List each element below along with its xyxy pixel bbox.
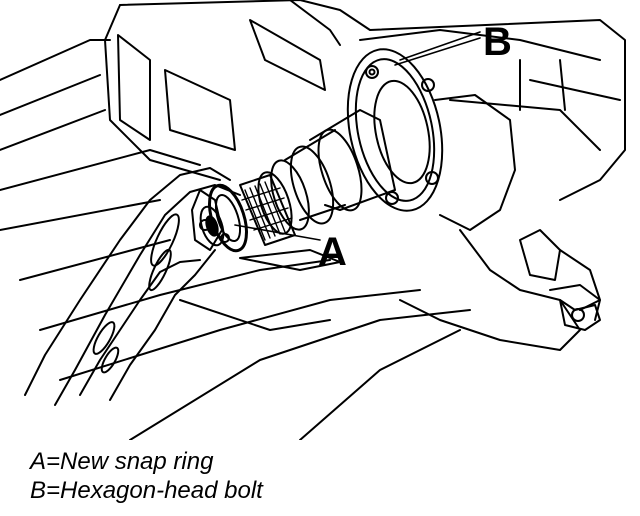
flange-bolt: [425, 171, 439, 185]
output-shaft: [257, 109, 396, 235]
side-bracket: [559, 249, 601, 331]
lower-panels: [0, 39, 471, 440]
leader-a: [234, 224, 321, 241]
flange-bolt: [421, 78, 435, 92]
leader-lines: [234, 31, 481, 241]
transmission-housing: [104, 0, 626, 201]
snap-ring-installation-illustration: [0, 0, 626, 440]
leader-b: [399, 31, 481, 61]
snap-ring-pliers: [24, 167, 241, 406]
output-flange: [346, 48, 444, 212]
flange-bolt: [365, 65, 379, 79]
callout-label-a: A: [318, 230, 347, 274]
legend-item-a: A=New snap ring: [30, 448, 214, 475]
housing-boss: [399, 94, 601, 351]
callout-label-b: B: [483, 20, 512, 64]
legend-item-b: B=Hexagon-head bolt: [30, 477, 263, 504]
